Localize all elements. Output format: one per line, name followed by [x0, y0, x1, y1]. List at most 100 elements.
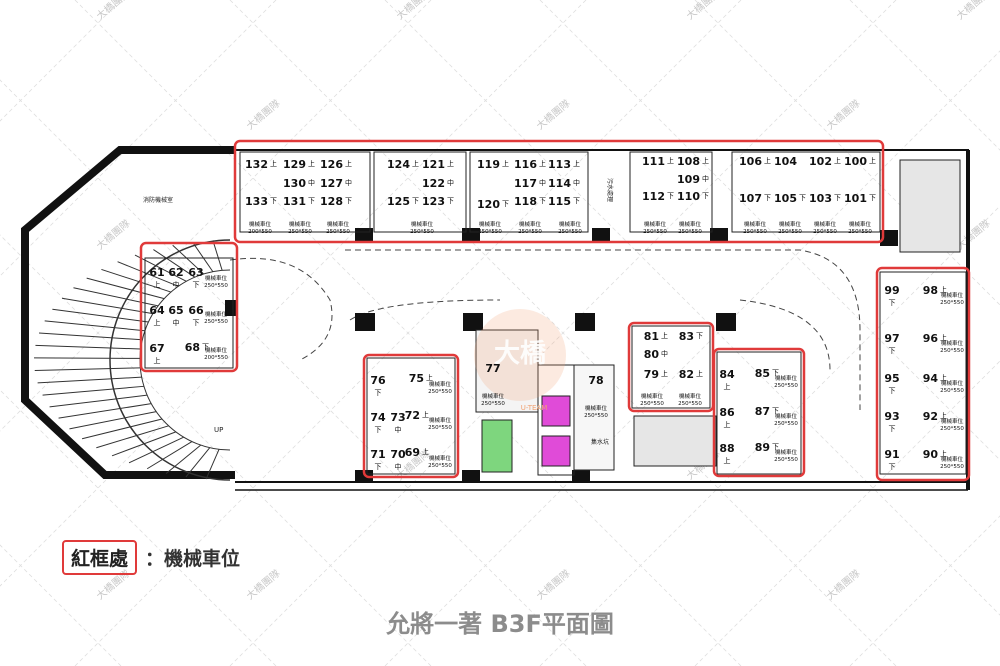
lot-number: 63 [188, 266, 203, 279]
lot-type-label: 機械車位 [775, 374, 798, 382]
lot-number: 87 [755, 405, 770, 418]
lot-level: 下 [834, 194, 841, 202]
lot-level: 下 [193, 319, 200, 327]
lot-size-label: 250*550 [774, 457, 798, 463]
lot-level: 上 [154, 318, 161, 327]
lot-type-label: 機械車位 [429, 380, 452, 388]
highlight-frame [362, 353, 460, 479]
lot-level: 上 [539, 159, 546, 168]
lot-number: 130 [283, 177, 306, 190]
lot-number: 98 [923, 284, 938, 297]
watermark-text: 大橋團隊 [534, 97, 573, 133]
lot-number: 113 [548, 158, 571, 171]
lot-level: 中 [395, 425, 402, 434]
columns [225, 228, 898, 482]
lot-number: 131 [283, 195, 306, 208]
lot-number: 92 [923, 410, 938, 423]
watermark-text: 大橋團隊 [394, 0, 433, 22]
lot-number: 66 [188, 304, 204, 317]
lot-type-label: 機械車位 [941, 455, 964, 463]
lot-level: 上 [426, 373, 433, 382]
lot-number: 118 [514, 195, 537, 208]
lot-number: 114 [548, 177, 571, 190]
lot-level: 下 [202, 343, 209, 351]
lot-level: 中 [173, 280, 180, 289]
highlight-frame [139, 241, 239, 373]
lot-number: 80 [644, 348, 660, 361]
lot-size-label: 250*550 [678, 229, 702, 235]
lot-cell [631, 325, 711, 409]
lot-size-label: 250*550 [678, 401, 702, 407]
lot-number: 73 [390, 411, 405, 424]
grid-storage-mid [633, 415, 717, 467]
lot-level: 上 [447, 159, 454, 168]
lot-type-label: 機械車位 [519, 220, 542, 228]
lot-number: 106 [739, 155, 762, 168]
lot-size-label: 250*550 [204, 319, 228, 325]
lot-size-label: 250*550 [813, 229, 837, 235]
lot-level: 中 [573, 178, 580, 187]
lot-level: 上 [667, 156, 674, 165]
lot-level: 下 [889, 347, 896, 355]
lot-number: 88 [719, 442, 734, 455]
lot-number: 119 [477, 158, 500, 171]
lot-size-label: 250*550 [940, 300, 964, 306]
lot-level: 下 [667, 192, 674, 200]
lot-type-label: 機械車位 [327, 220, 350, 228]
lot-level: 上 [702, 156, 709, 165]
lot-number: 102 [809, 155, 832, 168]
lot-number: 70 [390, 448, 406, 461]
lot-size-label: 250*550 [743, 229, 767, 235]
lot-level: 下 [412, 197, 419, 205]
spiral-ramp [34, 239, 231, 481]
lot-level: 上 [724, 420, 731, 429]
lot-size-label: 250*550 [288, 229, 312, 235]
watermark-text: 大橋團隊 [684, 0, 723, 22]
lot-number: 120 [477, 198, 500, 211]
watermark-text: 大橋團隊 [534, 567, 573, 603]
watermark-text: 大橋團隊 [94, 0, 133, 22]
lot-level: 下 [539, 197, 546, 205]
lot-cell [879, 271, 967, 475]
lot-type-label: 機械車位 [289, 220, 312, 228]
lot-level: 中 [395, 462, 402, 471]
lot-type-label: 機械車位 [479, 220, 502, 228]
lot-type-label: 機械車位 [849, 220, 872, 228]
lot-size-label: 250*550 [204, 283, 228, 289]
lot-size-label: 250*550 [774, 421, 798, 427]
lot-type-label: 機械車位 [775, 448, 798, 456]
lot-size-label: 250*550 [481, 401, 505, 407]
lot-number: 61 [149, 266, 164, 279]
lot-type-label: 機械車位 [205, 310, 228, 318]
lot-type-label: 機械車位 [679, 220, 702, 228]
lot-size-label: 250*550 [774, 383, 798, 389]
lot-number: 62 [168, 266, 183, 279]
lot-number: 123 [422, 195, 445, 208]
lot-size-label: 250*550 [940, 426, 964, 432]
lot-cell [239, 151, 371, 233]
lot-level: 下 [772, 443, 779, 451]
lot-number: 103 [809, 192, 832, 205]
lot-number: 90 [923, 448, 939, 461]
lot-level: 下 [345, 197, 352, 205]
lot-level: 中 [702, 174, 709, 183]
lot-number: 112 [642, 190, 665, 203]
lot-cell [731, 151, 881, 233]
lot-level: 上 [412, 159, 419, 168]
lot-level: 上 [834, 156, 841, 165]
lot-level: 上 [696, 369, 703, 378]
lot-level: 上 [869, 156, 876, 165]
lot-level: 中 [308, 178, 315, 187]
watermark-text: 大橋團隊 [954, 0, 993, 22]
logo-sub: U-TEAM [521, 404, 548, 412]
lot-level: 上 [661, 331, 668, 340]
lot-level: 上 [661, 369, 668, 378]
lot-number: 72 [405, 409, 420, 422]
lot-level: 中 [661, 349, 668, 358]
lot-number: 129 [283, 158, 306, 171]
lot-type-label: 機械車位 [585, 404, 608, 412]
lot-level: 上 [724, 382, 731, 391]
lot-level: 下 [764, 194, 771, 202]
lot-number: 93 [884, 410, 899, 423]
